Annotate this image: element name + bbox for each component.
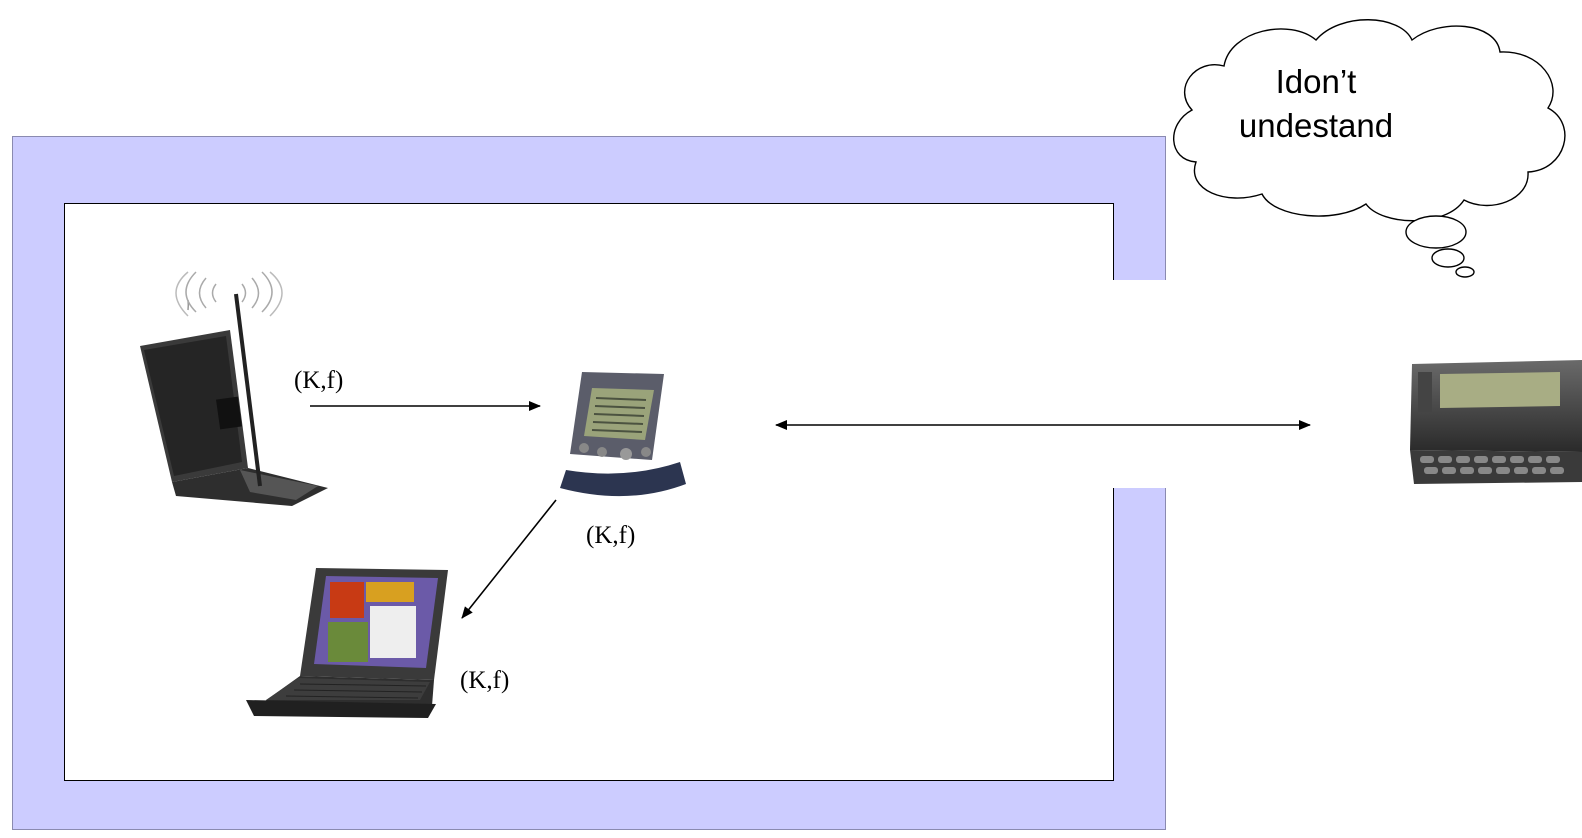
arrow-pda-to-laptop — [461, 499, 557, 619]
thought-line-1: Idon’t — [1275, 63, 1357, 100]
thought-text: Idon’t undestand — [1236, 60, 1396, 148]
pda-icon — [560, 372, 686, 497]
thought-line-2: undestand — [1238, 107, 1394, 144]
communicator-icon — [1410, 360, 1582, 484]
wireless-tablet-icon — [140, 271, 328, 506]
label-kf-bottom: (K,f) — [460, 667, 510, 694]
label-kf-top: (K,f) — [294, 367, 344, 394]
laptop-icon — [246, 568, 448, 718]
frame-opening — [1108, 280, 1172, 488]
label-kf-middle: (K,f) — [586, 522, 636, 549]
thought-cloud-icon — [1173, 19, 1566, 278]
